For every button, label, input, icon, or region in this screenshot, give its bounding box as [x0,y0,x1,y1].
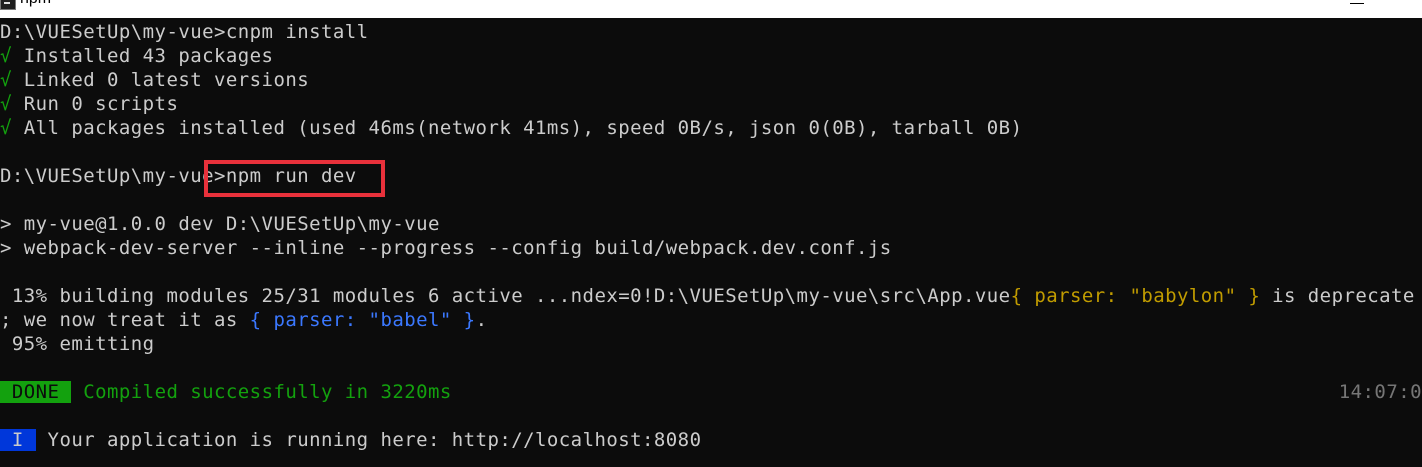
command-line-dev: D:\VUESetUp\my-vue>npm run dev [0,164,357,188]
console-app-icon [0,0,16,10]
parser-warning: { parser: "babylon" } [1010,285,1261,307]
done-timestamp: 14:07:0 [1338,381,1422,403]
command-line-install: D:\VUESetUp\my-vue>cnpm install [0,20,369,44]
terminal-output[interactable]: D:\VUESetUp\my-vue>cnpm install √ Instal… [0,18,1422,467]
progress-line: 13% building modules 25/31 modules 6 act… [0,284,1415,308]
window-titlebar[interactable]: npm [0,0,1422,18]
prompt: D:\VUESetUp\my-vue> [0,165,226,187]
deprecation-text: is deprecate [1260,285,1415,307]
treat-text: ; we now treat it as [0,309,250,331]
minimize-button[interactable] [1340,0,1386,18]
result-line: √ Installed 43 packages [0,44,273,68]
check-icon: √ [0,117,12,139]
check-icon: √ [0,45,12,67]
progress-line: ; we now treat it as { parser: "babel" }… [0,308,487,332]
command-text: cnpm install [225,21,369,43]
done-line: DONE Compiled successfully in 3220ms [0,380,452,404]
window-title: npm [20,0,51,8]
script-line: > my-vue@1.0.0 dev D:\VUESetUp\my-vue [0,213,440,235]
check-icon: √ [0,93,12,115]
result-line: √ Run 0 scripts [0,92,178,116]
result-text: Run 0 scripts [11,93,179,115]
script-line: > webpack-dev-server --inline --progress… [0,237,892,259]
highlight-box [204,160,385,197]
result-line: √ All packages installed (used 46ms(netw… [0,116,1022,140]
info-badge: I [0,429,36,451]
result-text: All packages installed (used 46ms(networ… [11,117,1023,139]
result-text: Linked 0 latest versions [11,69,310,91]
parser-info: { parser: "babel" } [249,309,476,331]
progress-text: 13% building modules 25/31 modules 6 act… [0,285,1011,307]
prompt: D:\VUESetUp\my-vue> [0,21,226,43]
result-text: Installed 43 packages [11,45,274,67]
check-icon: √ [0,69,12,91]
done-badge: DONE [0,381,72,403]
result-line: √ Linked 0 latest versions [0,68,309,92]
running-line: I Your application is running here: http… [0,428,701,452]
running-message[interactable]: Your application is running here: http:/… [35,429,702,451]
emitting-line: 95% emitting [0,333,155,355]
period-text: . [475,309,488,331]
command-text: npm run dev [225,165,357,187]
compiled-message: Compiled successfully in 3220ms [71,381,452,403]
